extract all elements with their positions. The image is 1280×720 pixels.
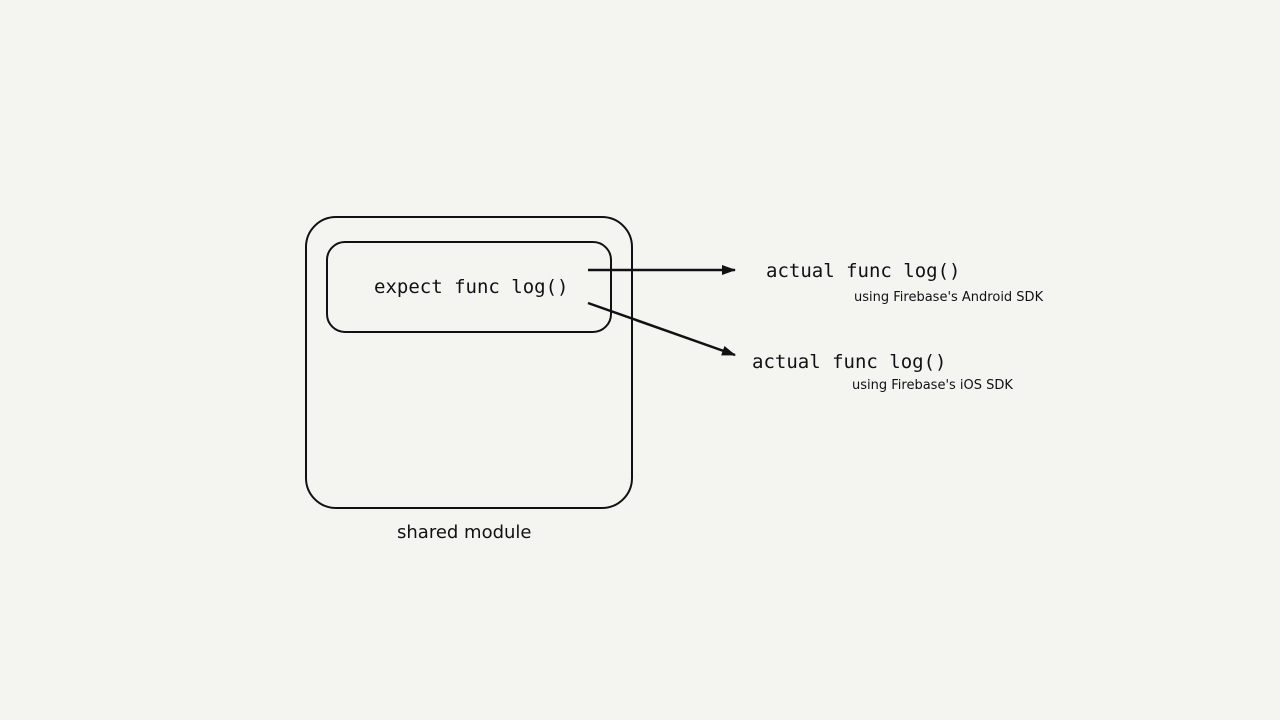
android-sdk-note: using Firebase's Android SDK bbox=[854, 290, 1044, 305]
ios-actual-function-label: actual func log() bbox=[752, 351, 947, 373]
expect-function-label: expect func log() bbox=[374, 276, 569, 298]
android-actual-function-label: actual func log() bbox=[766, 260, 961, 282]
shared-module-label: shared module bbox=[397, 522, 532, 543]
shared-module-box bbox=[305, 216, 633, 509]
expect-function-box bbox=[326, 241, 612, 333]
arrow-to-ios bbox=[587, 301, 736, 357]
ios-sdk-note: using Firebase's iOS SDK bbox=[852, 378, 1013, 393]
